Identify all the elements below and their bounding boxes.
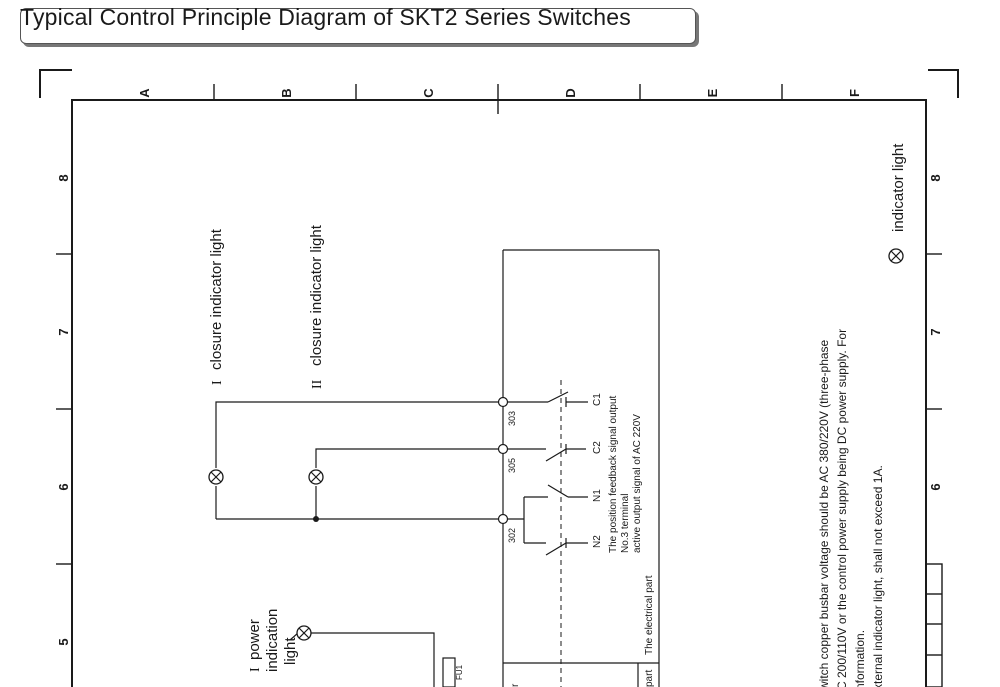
row-label-7-right: 7 [928, 328, 943, 335]
lamp-legend-icon [888, 248, 904, 264]
note-line1: witch copper busbar voltage should be AC… [817, 339, 831, 687]
signal-desc-line2: No.3 terminal [620, 494, 631, 553]
note-line4: xternal indicator light, shall not excee… [871, 465, 885, 687]
title-tab [20, 8, 696, 44]
terminal-305-label: 305 [507, 458, 517, 473]
row-label-6-right: 6 [928, 483, 943, 490]
r-label-cut: r [510, 683, 521, 687]
row-label-5-left: 5 [56, 638, 71, 645]
note-line3: nformation. [853, 630, 867, 687]
closure-ii-prefix: II [310, 379, 325, 389]
contact-n2-label: N2 [592, 535, 603, 548]
junction-dot [313, 516, 319, 522]
page-title: Typical Control Principle Diagram of SKT… [20, 4, 631, 30]
drawing-frame [39, 69, 959, 687]
column-ruler [213, 84, 783, 114]
closure-light-ii-icon [308, 469, 324, 485]
closure-light-i-icon [208, 469, 224, 485]
closure-ii-label: closure indicator light [308, 224, 325, 366]
electrical-part-box [502, 249, 660, 687]
row-label-7-left: 7 [56, 328, 71, 335]
row-ruler-left [56, 253, 72, 565]
indicator-light-legend: indicator light [890, 143, 907, 232]
terminal-303-label: 303 [507, 411, 517, 426]
terminal-302-label: 302 [507, 528, 517, 543]
column-label-f: F [847, 89, 862, 97]
contact-c1-label: C1 [592, 393, 603, 406]
power-label-line1: power [246, 619, 263, 660]
electrical-part-label: The electrical part [644, 575, 655, 655]
column-label-d: D [563, 88, 578, 97]
wiring [215, 391, 588, 687]
power-label-line3: light [282, 637, 299, 665]
row-label-8-right: 8 [928, 174, 943, 181]
part-label-cut: part [644, 670, 655, 687]
title-block [925, 563, 943, 687]
terminals [497, 396, 509, 525]
power-label-line2: indication [264, 609, 281, 672]
closure-i-prefix: I [210, 380, 225, 385]
row-ruler-right [926, 253, 942, 410]
signal-desc-line3: active output signal of AC 220V [632, 414, 643, 553]
fuse-label: FU1 [455, 664, 464, 680]
row-label-8-left: 8 [56, 174, 71, 181]
column-label-b: B [279, 88, 294, 97]
column-label-a: A [137, 88, 152, 98]
fuse-fu1 [442, 657, 456, 687]
note-line2: C 200/110V or the control power supply b… [835, 329, 849, 687]
column-label-e: E [705, 88, 720, 97]
contact-n1-label: N1 [592, 489, 603, 502]
power-light-icon [296, 625, 312, 641]
contact-c2-label: C2 [592, 441, 603, 454]
closure-i-label: closure indicator light [208, 228, 225, 370]
signal-desc-line1: The position feedback signal output [608, 395, 619, 553]
column-label-c: C [421, 88, 436, 98]
row-label-6-left: 6 [56, 483, 71, 490]
power-prefix: I [248, 667, 263, 672]
